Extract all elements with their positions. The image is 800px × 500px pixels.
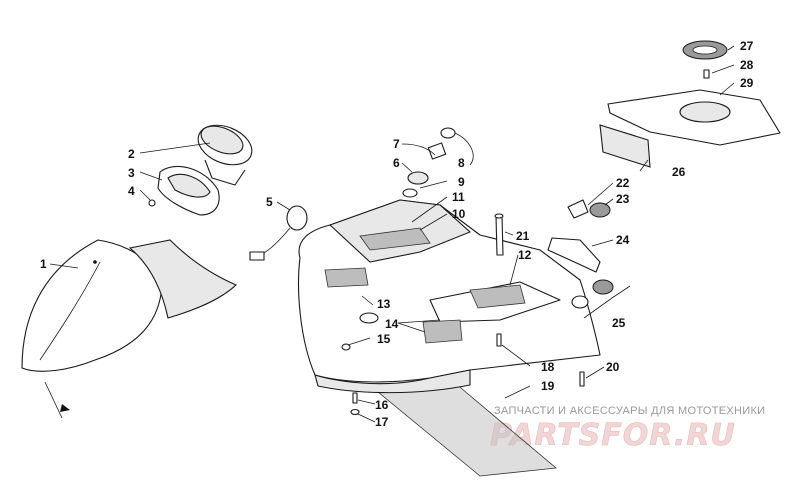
callout-12: 12: [518, 248, 532, 262]
callout-1: 1: [40, 257, 47, 271]
part-5-harness: [249, 205, 308, 261]
callout-6: 6: [393, 156, 400, 170]
part-4-screw: [148, 199, 156, 207]
callout-14: 14: [385, 317, 399, 331]
callout-3: 3: [128, 166, 135, 180]
part-16-screw: [352, 392, 358, 404]
part-23-knob: [589, 202, 611, 218]
callout-24: 24: [616, 233, 630, 247]
part-6-9-cap: [402, 127, 456, 198]
callout-18: 18: [541, 360, 555, 374]
callout-13: 13: [377, 297, 391, 311]
part-1-fender: [21, 239, 237, 419]
callout-7: 7: [393, 137, 400, 151]
part-20-bolt: [579, 371, 585, 387]
callout-27: 27: [740, 39, 754, 53]
callout-28: 28: [740, 58, 754, 72]
callout-9: 9: [458, 175, 465, 189]
callout-21: 21: [516, 229, 530, 243]
part-27-ring: [682, 40, 728, 60]
callout-15: 15: [377, 332, 391, 346]
callout-2: 2: [128, 147, 135, 161]
part-25-switch-set: [571, 279, 631, 319]
callout-11: 11: [452, 190, 465, 204]
leader-lines: [49, 45, 735, 423]
part-17-washer: [350, 408, 360, 416]
callout-29: 29: [740, 76, 754, 90]
watermark-tagline: ЗАПЧАСТИ И АКСЕССУАРЫ ДЛЯ МОТОТЕХНИКИ: [494, 405, 765, 417]
callout-22: 22: [616, 176, 630, 190]
part-28-screw: [703, 69, 710, 79]
callout-16: 16: [375, 398, 389, 412]
part-26-panel: [599, 124, 651, 168]
callout-labels: 1 2 3 4 5 6 7 8 9 10 11 12 13 14 15 16 1…: [40, 39, 754, 429]
callout-8: 8: [458, 156, 465, 170]
callout-10: 10: [452, 207, 466, 221]
part-2-gauge: [197, 124, 253, 186]
callout-23: 23: [616, 192, 630, 206]
callout-20: 20: [606, 360, 620, 374]
part-3-bezel: [157, 165, 220, 216]
callout-5: 5: [266, 195, 273, 209]
part-18-screw: [496, 333, 502, 347]
callout-17: 17: [375, 415, 389, 429]
callout-4: 4: [128, 184, 135, 198]
callout-19: 19: [541, 379, 555, 393]
part-21-bolt: [494, 213, 504, 256]
part-15-clip: [341, 343, 351, 351]
callout-25: 25: [612, 316, 626, 330]
part-22-switch: [567, 199, 589, 219]
callout-26: 26: [672, 165, 686, 179]
part-29-cover: [607, 89, 781, 146]
part-10-hood: [298, 199, 601, 394]
part-24-bracket: [547, 237, 601, 273]
